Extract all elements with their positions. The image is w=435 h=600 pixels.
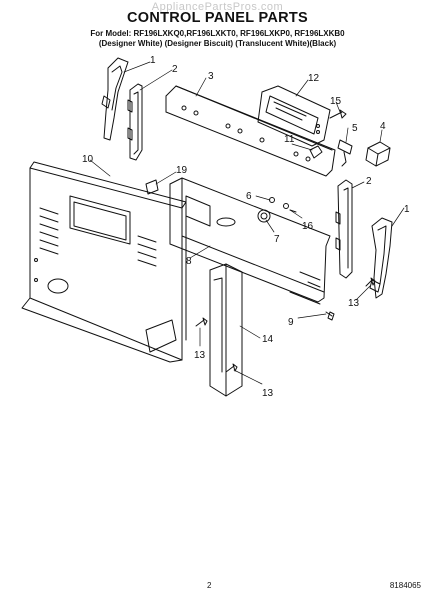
callout-14: 14	[262, 334, 274, 345]
part-end-cap-left	[101, 57, 129, 141]
page-number: 2	[207, 581, 212, 590]
part-end-cap-right	[369, 217, 393, 299]
callout-12: 12	[308, 73, 320, 84]
callout-13-bottom: 13	[262, 388, 274, 399]
callout-3: 3	[208, 71, 214, 82]
part-knobs	[257, 197, 297, 223]
callout-6: 6	[246, 191, 252, 202]
part-screw-15	[329, 109, 347, 119]
part-screws-9	[325, 311, 335, 321]
document-code: 8184065	[389, 581, 421, 590]
part-screws-13	[195, 277, 376, 373]
part-control-panel-body	[169, 177, 331, 305]
model-list: For Model: RF196LXKQ0,RF196LXKT0, RF196L…	[90, 29, 345, 38]
callout-15: 15	[330, 96, 342, 107]
callout-16: 16	[302, 221, 314, 232]
callout-9: 9	[288, 317, 294, 328]
callout-labels: 1 2 3 12 15 5 4 11 10 19 2 6 1 16 7 8 13…	[82, 55, 410, 399]
callout-2-top-left: 2	[172, 64, 178, 75]
part-side-bracket-left	[127, 83, 143, 161]
callout-5: 5	[352, 123, 358, 134]
part-side-bracket-right	[335, 179, 353, 279]
callout-4: 4	[380, 121, 386, 132]
callout-1-right: 1	[404, 204, 410, 215]
callout-13-left: 13	[194, 350, 206, 361]
part-clip-19	[145, 179, 159, 195]
page-title: CONTROL PANEL PARTS	[126, 10, 309, 26]
part-switch-box	[365, 141, 391, 167]
part-display-overlay	[257, 85, 331, 147]
watermark: AppliancePartsPros.com	[151, 1, 284, 13]
leader-lines	[89, 61, 405, 385]
color-variants: (Designer White) (Designer Biscuit) (Tra…	[98, 39, 337, 48]
part-heat-shield	[209, 263, 243, 397]
callout-2-right: 2	[366, 176, 372, 187]
callout-13-right: 13	[348, 298, 360, 309]
callout-19: 19	[176, 165, 188, 176]
callout-7: 7	[274, 234, 280, 245]
part-clip-11	[309, 145, 323, 159]
callout-8: 8	[186, 256, 192, 267]
callout-1-top-left: 1	[150, 55, 156, 66]
callout-11: 11	[284, 134, 295, 145]
part-connector	[337, 139, 353, 167]
part-control-panel	[165, 85, 336, 177]
callout-10: 10	[82, 154, 94, 165]
part-rear-panel	[21, 161, 187, 363]
